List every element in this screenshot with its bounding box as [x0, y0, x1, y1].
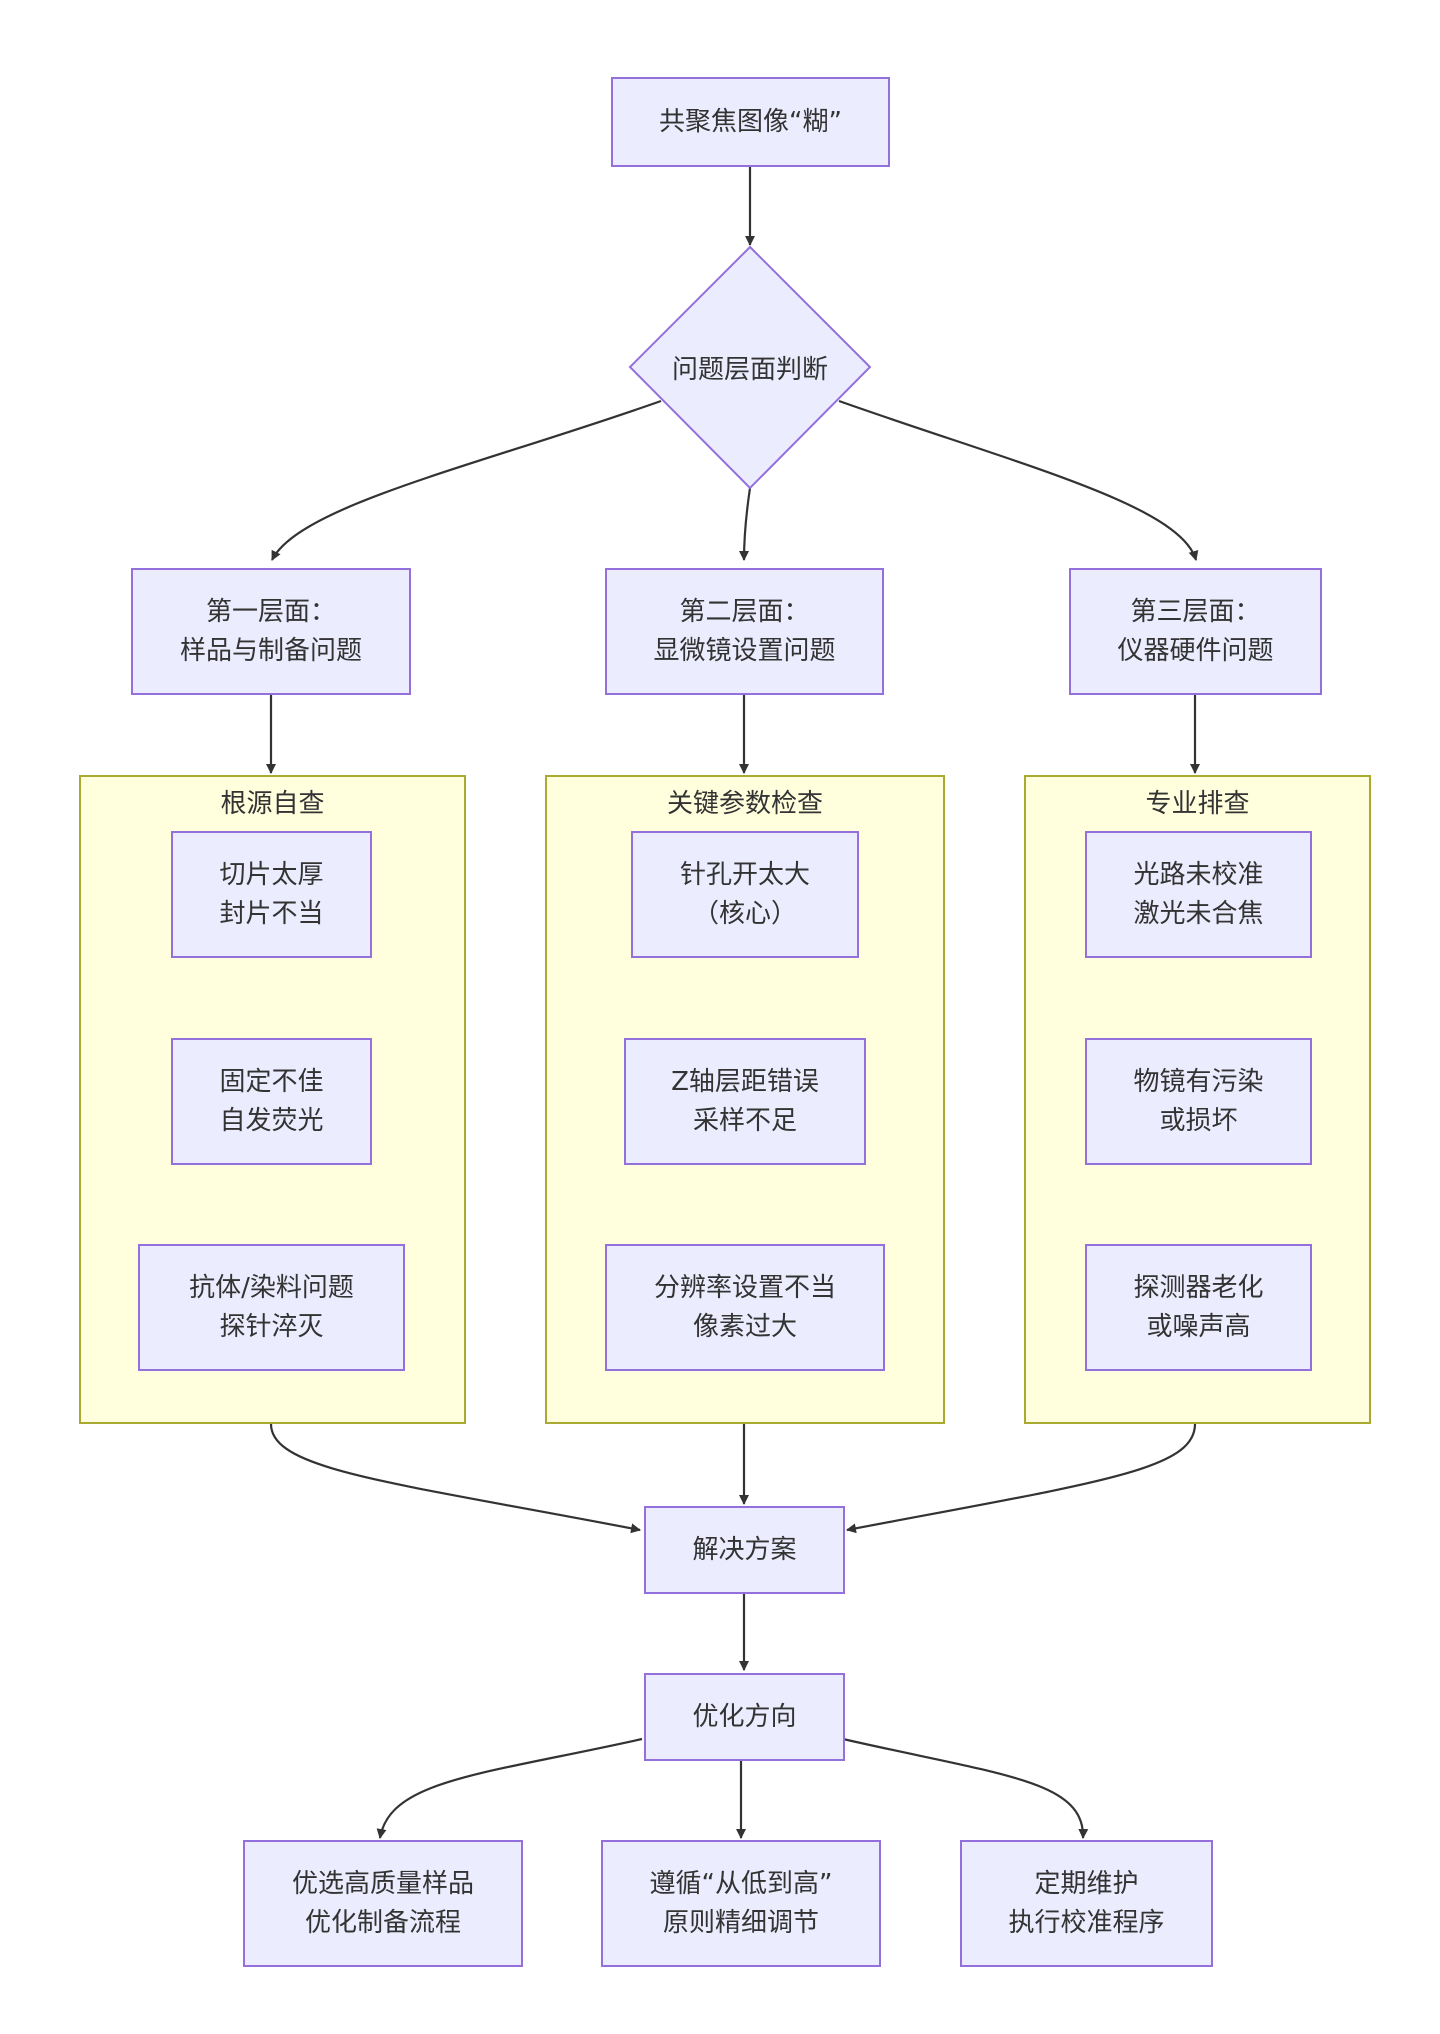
group1-item-1-line2: 封片不当: [219, 898, 324, 929]
group2-item-1: 针孔开太大 （核心）: [631, 831, 859, 958]
group2-item-2-line2: 采样不足: [692, 1105, 797, 1136]
level-3-line2: 仪器硬件问题: [1117, 635, 1274, 666]
group-key-params-title: 关键参数检查: [666, 789, 823, 819]
solution-label: 解决方案: [692, 1534, 797, 1565]
outcome-3-line2: 执行校准程序: [1008, 1907, 1165, 1938]
group2-item-1-line1: 针孔开太大: [679, 859, 810, 890]
group1-item-1-line1: 切片太厚: [219, 859, 324, 890]
solution-node: 解决方案: [644, 1506, 845, 1594]
group2-item-3-line1: 分辨率设置不当: [653, 1272, 836, 1303]
group2-item-3: 分辨率设置不当 像素过大: [605, 1244, 885, 1371]
group1-item-3-line2: 探针淬灭: [219, 1311, 324, 1342]
group3-item-3-line1: 探测器老化: [1133, 1272, 1264, 1303]
group-root-cause-title: 根源自查: [220, 789, 325, 819]
edge-decision-level3: [838, 399, 1199, 561]
level-2-node: 第二层面： 显微镜设置问题: [605, 568, 884, 695]
outcome-1-line2: 优化制备流程: [304, 1907, 461, 1938]
group1-item-2: 固定不佳 自发荧光: [171, 1038, 372, 1165]
group3-item-1-line1: 光路未校准: [1133, 859, 1264, 890]
group3-item-3: 探测器老化 或噪声高: [1085, 1244, 1312, 1371]
decision-label: 问题层面判断: [671, 354, 828, 385]
group3-item-2-line1: 物镜有污染: [1133, 1066, 1264, 1097]
level-3-line1: 第三层面：: [1130, 596, 1261, 627]
group1-item-2-line2: 自发荧光: [219, 1105, 324, 1136]
level-3-node: 第三层面： 仪器硬件问题: [1069, 568, 1322, 695]
group1-item-3-line1: 抗体/染料问题: [189, 1272, 354, 1303]
group3-item-2: 物镜有污染 或损坏: [1085, 1038, 1312, 1165]
outcome-1-node: 优选高质量样品 优化制备流程: [243, 1840, 523, 1967]
direction-label: 优化方向: [692, 1701, 797, 1732]
level-1-line2: 样品与制备问题: [179, 635, 362, 666]
direction-node: 优化方向: [644, 1673, 845, 1761]
level-1-line1: 第一层面：: [205, 596, 336, 627]
group2-item-3-line2: 像素过大: [692, 1311, 797, 1342]
group3-item-1: 光路未校准 激光未合焦: [1085, 831, 1312, 958]
start-label: 共聚焦图像“糊”: [659, 106, 842, 137]
outcome-2-line2: 原则精细调节: [662, 1907, 819, 1938]
group3-item-2-line2: 或损坏: [1159, 1105, 1238, 1136]
outcome-3-node: 定期维护 执行校准程序: [960, 1840, 1213, 1967]
level-2-line1: 第二层面：: [679, 596, 810, 627]
edge-decision-level1: [271, 399, 662, 561]
group2-item-2-line1: Z轴层距错误: [671, 1066, 819, 1097]
group1-item-2-line1: 固定不佳: [219, 1066, 324, 1097]
start-node: 共聚焦图像“糊”: [611, 77, 890, 167]
group3-item-1-line2: 激光未合焦: [1133, 898, 1264, 929]
group3-item-3-line2: 或噪声高: [1146, 1311, 1251, 1342]
edge-group1-solution: [269, 1423, 641, 1534]
group2-item-2: Z轴层距错误 采样不足: [624, 1038, 866, 1165]
group2-item-1-line2: （核心）: [692, 898, 797, 929]
edge-decision-level2: [739, 487, 752, 561]
group1-item-1: 切片太厚 封片不当: [171, 831, 372, 958]
edge-direction-outcome3: [842, 1737, 1089, 1839]
edge-group3-solution: [846, 1423, 1197, 1534]
level-2-line2: 显微镜设置问题: [653, 635, 836, 666]
edge-direction-outcome1: [376, 1737, 643, 1839]
group-expert-check-title: 专业排查: [1145, 789, 1250, 819]
decision-diamond: [628, 245, 872, 490]
level-1-node: 第一层面： 样品与制备问题: [131, 568, 411, 695]
group1-item-3: 抗体/染料问题 探针淬灭: [138, 1244, 405, 1371]
outcome-2-line1: 遵循“从低到高”: [649, 1868, 833, 1899]
outcome-2-node: 遵循“从低到高” 原则精细调节: [601, 1840, 881, 1967]
outcome-1-line1: 优选高质量样品: [291, 1868, 474, 1899]
outcome-3-line1: 定期维护: [1034, 1868, 1139, 1899]
